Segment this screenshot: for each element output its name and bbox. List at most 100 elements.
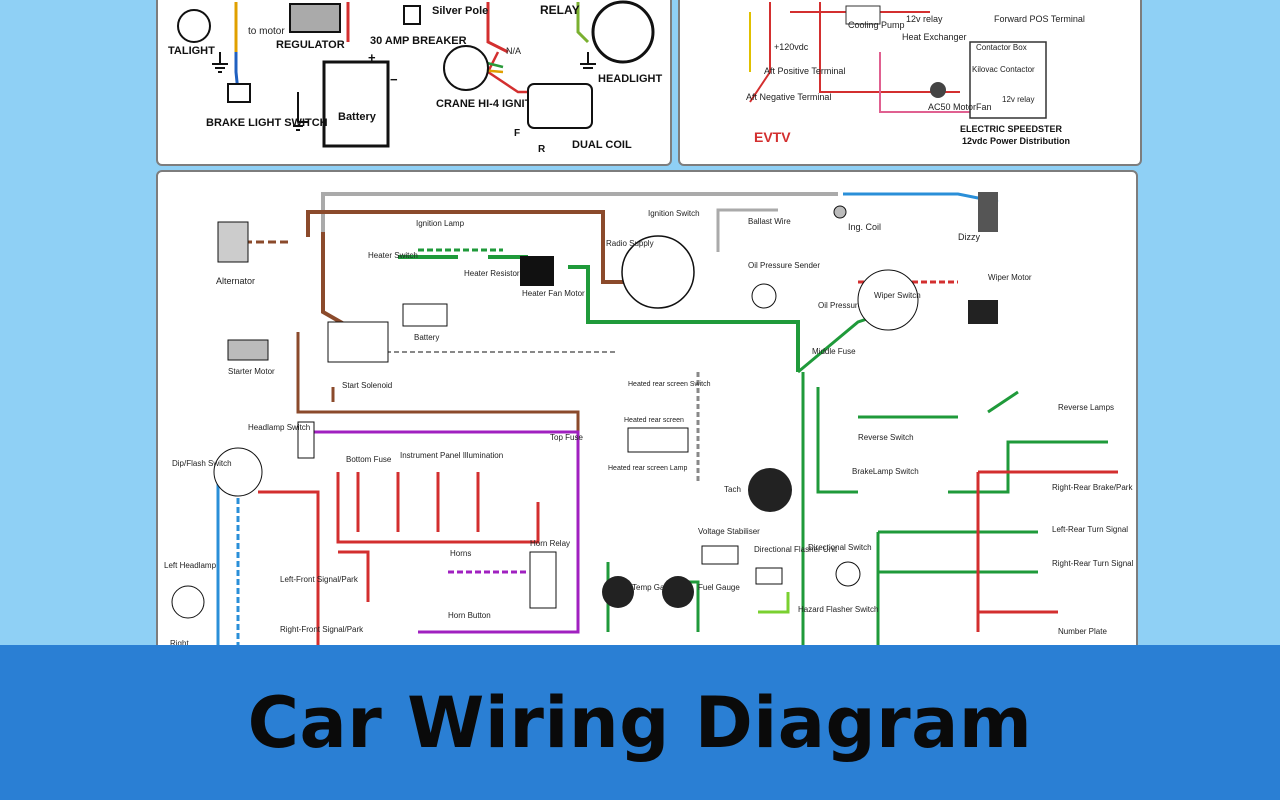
dip-flash-label: Dip/Flash Switch [172,459,232,468]
dizzy-label: Dizzy [958,232,980,242]
fwd-pos-label: Forward POS Terminal [994,14,1085,24]
lr-turn-label: Left-Rear Turn Signal [1052,525,1128,534]
ign-coil-icon [833,205,847,219]
oil-lamp-label: Oil Pressure Lamp [818,301,885,310]
top-fuse-label: Top Fuse [550,433,583,442]
temp-gauge-label: Temp Gauge [632,583,678,592]
horns-label: Horns [450,549,471,558]
heater-switch-label: Heater Switch [368,251,418,260]
temp-gauge-icon [602,576,634,608]
minus-label: − [390,72,398,87]
breaker-label: 30 AMP BREAKER [370,35,467,47]
tailight-icon [177,9,211,43]
bottom-fuse-label: Bottom Fuse [346,455,392,464]
ignition-switch-label: Ignition Switch [648,209,700,218]
starter-motor-icon [227,339,269,361]
headlamp-switch-label: Headlamp Switch [248,423,310,432]
dir-switch-label: Directional Switch [808,543,872,552]
starter-label: Starter Motor [228,367,275,376]
directional-switch-icon [835,561,861,587]
heater-fan-icon [520,256,554,286]
wiper-motor-label: Wiper Motor [988,273,1032,282]
left-headlamp-label: Left Headlamp [164,561,217,570]
aft-pos-label: Aft Positive Terminal [764,66,845,76]
dir-flasher-label: Directional Flasher Unit [754,545,838,554]
ignition-switch-icon [621,235,695,309]
reverse-lamps-label: Reverse Lamps [1058,403,1114,412]
heated-lamp-label: Heated rear screen Lamp [608,465,687,472]
ign-coil-label: Ing. Coil [848,222,881,232]
silver-pole-label: Silver Pole [432,5,488,17]
number-plate-label: Number Plate [1058,627,1107,636]
ballast-label: Ballast Wire [748,217,791,226]
fuel-gauge-label: Fuel Gauge [698,583,740,592]
heater-fan-label: Heater Fan Motor [522,289,585,298]
radio-supply-label: Radio Supply [606,239,654,248]
horn-relay-label: Horn Relay [530,539,570,548]
voltage-stab-label: Voltage Stabiliser [698,527,760,536]
na-label: N/A [506,46,521,56]
instrument-illum-label: Instrument Panel Illumination [400,451,503,460]
reverse-switch-label: Reverse Switch [858,433,914,442]
rr-turn-label: Right-Rear Turn Signal [1052,559,1134,568]
page-title: Car Wiring Diagram [247,681,1033,764]
fuel-gauge-icon [662,576,694,608]
top-left-diagram: TALIGHT to motor REGULATOR Silver Pole R… [168,0,662,155]
wiring-panel-main: Alternator Ing. Coil Dizzy Ballast Wire … [156,170,1138,664]
brakelamp-switch-label: BrakeLamp Switch [852,467,919,476]
horn-button-label: Horn Button [448,611,491,620]
ignition-lamp-label: Ignition Lamp [416,219,465,228]
alternator-icon [217,221,249,263]
right-label: Right [170,639,189,648]
aft-neg-label: Aft Negative Terminal [746,92,831,102]
crane-label: CRANE HI-4 IGNITION [436,98,551,110]
top-right-diagram: Cooling Pump 12v relay Forward POS Termi… [746,2,1085,146]
regulator-label: REGULATOR [276,39,345,51]
cooling-pump-label: Cooling Pump [848,20,905,30]
hazard-label: Hazard Flasher Switch [798,605,878,614]
heater-resistor-label: Heater Resistor [464,269,520,278]
brake-switch-label: BRAKE LIGHT SWITCH [206,117,328,129]
contactor-box-icon [969,41,1047,119]
wiper-switch-label: Wiper Switch [874,291,921,300]
tach-label: Tach [724,485,741,494]
dual-coil-icon [527,83,593,129]
lf-signal-label: Left-Front Signal/Park [280,575,359,584]
middle-fuse-label: Middle Fuse [812,347,856,356]
start-solenoid-icon [327,321,389,363]
v12relay2-label: 12v relay [1002,95,1034,104]
r-label: R [538,144,546,155]
evtv-logo: EVTV [754,129,791,145]
contactor-box-label: Contactor Box [976,43,1027,52]
start-solenoid-label: Start Solenoid [342,381,392,390]
relay-12v-label: 12v relay [906,14,943,24]
heated-screen-icon [627,427,689,453]
brake-switch-icon [227,83,251,103]
battery-label: Battery [414,333,439,342]
rr-brake-label: Right-Rear Brake/Park [1052,483,1133,492]
dual-coil-label: DUAL COIL [572,139,632,151]
left-headlamp-icon [171,585,205,619]
flasher-unit-icon [755,567,783,585]
rf-signal-label: Right-Front Signal/Park [280,625,364,634]
tach-icon [748,468,792,512]
wiring-panel-top-left: TALIGHT to motor REGULATOR Silver Pole R… [156,0,672,166]
relay-label: RELAY [540,3,580,17]
battery-icon [322,60,390,148]
oil-sender-icon [751,283,777,309]
voltage-stabiliser-icon [701,545,739,565]
headlight-label: HEADLIGHT [598,73,662,85]
main-wiring-diagram: Alternator Ing. Coil Dizzy Ballast Wire … [164,192,1134,652]
heated-screen-label: Heated rear screen [624,417,684,424]
kilovac-label: Kilovac Contactor [972,65,1035,74]
horn-relay-icon [529,551,557,609]
alternator-label: Alternator [216,276,255,286]
battery-icon [402,303,448,327]
heated-switch-label: Heated rear screen Switch [628,381,711,388]
heat-exchanger-label: Heat Exchanger [902,32,967,42]
f-label: F [514,128,520,139]
dizzy-icon [978,192,998,232]
battery-label: Battery [338,111,377,123]
distribution-label: 12vdc Power Distribution [962,136,1070,146]
headlamp-switch-icon [297,421,315,459]
